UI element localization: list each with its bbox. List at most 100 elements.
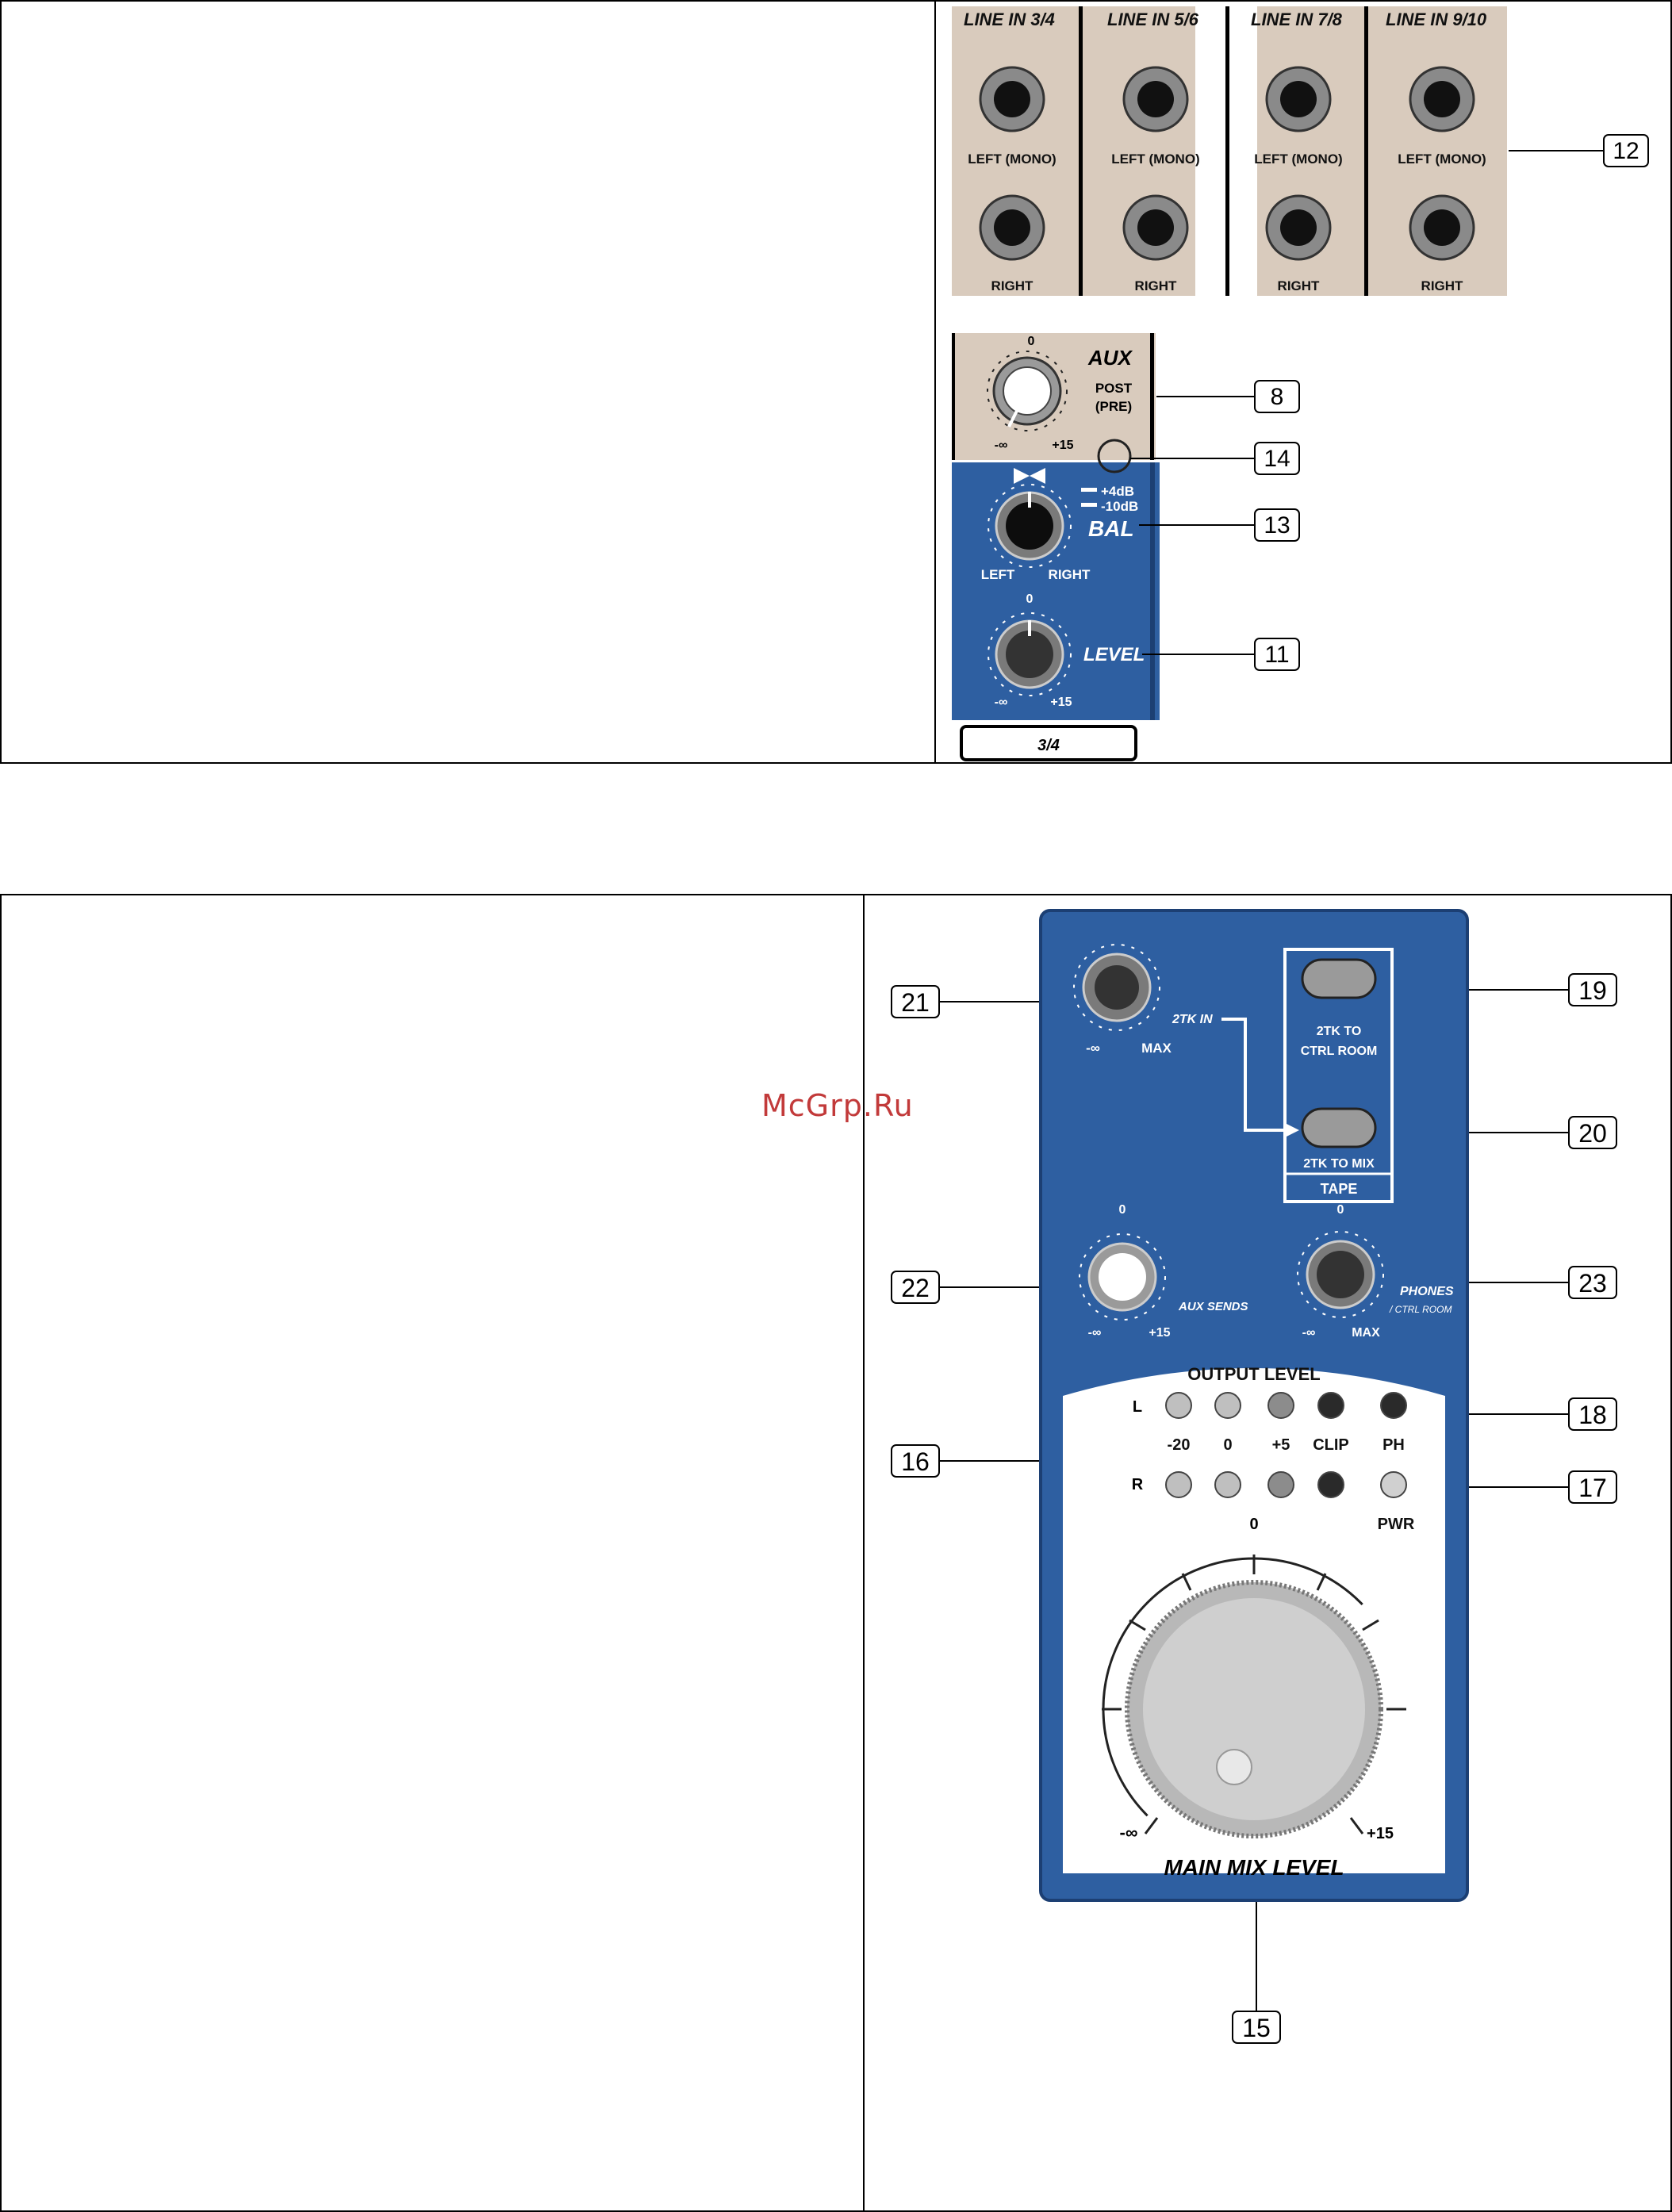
jack-left-label: LEFT (MONO) — [1254, 151, 1342, 167]
jack-icon — [1409, 194, 1475, 261]
bal-knob-icon — [987, 484, 1072, 568]
bal-right-label: RIGHT — [1049, 567, 1091, 582]
level-switch-icon — [1097, 439, 1132, 473]
aux-title: AUX — [1087, 346, 1133, 370]
meter-led-icon — [1267, 1392, 1294, 1419]
phones-sub-label: / CTRL ROOM — [1389, 1304, 1451, 1315]
balance-indicator-icon — [1014, 468, 1045, 484]
callout-12: 12 — [1613, 138, 1639, 164]
meter-led-icon — [1214, 1392, 1241, 1419]
meter-led-icon — [1267, 1471, 1294, 1498]
meter-label: 0 — [1223, 1436, 1232, 1454]
watermark: McGrp.Ru — [761, 1088, 914, 1123]
twotk-ctrl-room-button[interactable] — [1301, 958, 1377, 999]
jack-right-label: RIGHT — [1421, 278, 1464, 293]
callout-22: 22 — [901, 1274, 930, 1302]
callout-14: 14 — [1264, 446, 1290, 472]
ctrl-room-label-1: 2TK TO — [1317, 1025, 1362, 1038]
jack-left-label: LEFT (MONO) — [1398, 151, 1486, 167]
meter-row-r: R — [1132, 1476, 1144, 1493]
level-scale-max: +15 — [1050, 696, 1072, 709]
jack-icon — [979, 66, 1045, 132]
meter-label: +5 — [1272, 1436, 1290, 1454]
callout-20: 20 — [1578, 1119, 1607, 1148]
jack-right-label: RIGHT — [1278, 278, 1321, 293]
twotk-to-mix-label: 2TK TO MIX — [1303, 1157, 1375, 1171]
ph-led-icon — [1380, 1392, 1407, 1419]
level-scale-min: -∞ — [995, 696, 1008, 709]
main-mix-knob-icon — [1102, 1555, 1406, 1861]
twotk-level-knob-icon — [1073, 944, 1160, 1031]
jack-left-label: LEFT (MONO) — [1111, 151, 1199, 167]
jack-right-label: RIGHT — [1135, 278, 1178, 293]
level-scale-top: 0 — [1026, 592, 1033, 606]
callout-8: 8 — [1271, 384, 1284, 410]
channel-label-box — [960, 725, 1137, 761]
aux-scale-min: -∞ — [995, 439, 1008, 452]
phones-knob-icon — [1297, 1231, 1384, 1318]
jack-icon — [979, 194, 1045, 261]
aux-sends-max: +15 — [1149, 1326, 1170, 1340]
ctrl-room-label-2: CTRL ROOM — [1301, 1045, 1378, 1058]
phones-label: PHONES — [1400, 1285, 1454, 1298]
line-in-title: LINE IN 9/10 — [1386, 10, 1487, 29]
callout-11: 11 — [1264, 642, 1289, 668]
meter-led-icon — [1165, 1471, 1192, 1498]
meter-row-l: L — [1133, 1398, 1142, 1416]
aux-sends-min: -∞ — [1088, 1326, 1102, 1340]
ph-label: PH — [1382, 1436, 1405, 1454]
knob21-max: MAX — [1141, 1041, 1172, 1056]
top-table-divider — [934, 0, 936, 764]
line-in-title: LINE IN 3/4 — [964, 10, 1055, 29]
aux-sends-top: 0 — [1119, 1203, 1126, 1217]
bal-plus4-label: +4dB — [1101, 484, 1134, 499]
jack-icon — [1265, 194, 1332, 261]
aux-sends-knob-icon — [1079, 1233, 1166, 1321]
meter-led-icon — [1165, 1392, 1192, 1419]
meter-label: CLIP — [1313, 1436, 1349, 1454]
callout-17: 17 — [1578, 1474, 1607, 1502]
jack-icon — [1409, 66, 1475, 132]
phones-min: -∞ — [1302, 1326, 1316, 1340]
tape-label: TAPE — [1321, 1181, 1358, 1197]
bal-title: BAL — [1088, 516, 1134, 541]
bal-minus10-label: -10dB — [1101, 499, 1138, 514]
knob21-min: -∞ — [1086, 1041, 1100, 1056]
meter-label: -20 — [1168, 1436, 1191, 1454]
callout-16: 16 — [901, 1447, 930, 1476]
aux-knob-icon — [987, 351, 1068, 431]
jack-icon — [1122, 194, 1189, 261]
pwr-led-icon — [1380, 1471, 1407, 1498]
top-table-frame — [0, 0, 1672, 764]
meter-led-icon — [1317, 1392, 1344, 1419]
pwr-label: PWR — [1378, 1516, 1415, 1533]
callout-21: 21 — [901, 988, 930, 1017]
twotk-to-mix-button[interactable] — [1301, 1107, 1377, 1148]
jack-icon — [1265, 66, 1332, 132]
twotk-arrow-icon — [1221, 1018, 1285, 1132]
phones-top: 0 — [1337, 1203, 1344, 1217]
bottom-table-frame — [0, 894, 1672, 2212]
twotk-in-label: 2TK IN — [1172, 1013, 1213, 1026]
jack-icon — [1122, 66, 1189, 132]
channel-label: 3/4 — [1037, 737, 1060, 754]
aux-scale-max: +15 — [1052, 439, 1073, 452]
main-mix-max: +15 — [1367, 1825, 1394, 1842]
tape-section-box — [1283, 948, 1394, 1203]
callout-13: 13 — [1264, 512, 1290, 539]
callout-19: 19 — [1578, 976, 1607, 1005]
top-figure: LINE IN 3/4 LINE IN 5/6 LINE IN 7/8 LINE… — [952, 6, 1649, 761]
aux-pre-label: (PRE) — [1095, 399, 1132, 414]
bal-left-label: LEFT — [981, 567, 1015, 582]
aux-scale-top: 0 — [1028, 335, 1035, 348]
line-in-title: LINE IN 5/6 — [1107, 10, 1199, 29]
callout-18: 18 — [1578, 1401, 1607, 1429]
level-title: LEVEL — [1083, 644, 1145, 665]
aux-post-label: POST — [1095, 381, 1133, 396]
jack-left-label: LEFT (MONO) — [968, 151, 1056, 167]
callout-23: 23 — [1578, 1269, 1607, 1298]
aux-sends-label: AUX SENDS — [1178, 1300, 1248, 1313]
output-level-title: OUTPUT LEVEL — [1187, 1364, 1320, 1384]
main-mix-label: MAIN MIX LEVEL — [1164, 1855, 1344, 1880]
